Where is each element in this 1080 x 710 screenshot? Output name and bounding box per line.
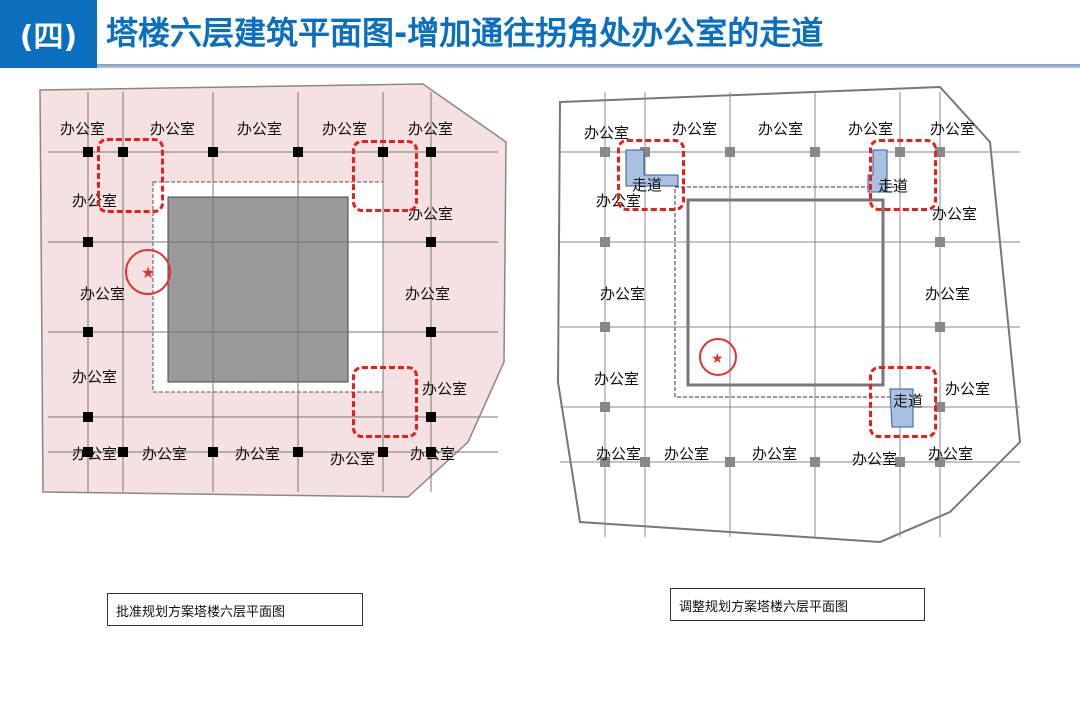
column (725, 457, 735, 467)
approved-plan-caption: 批准规划方案塔楼六层平面图 (107, 593, 363, 626)
office-label: 办公室 (235, 445, 281, 463)
office-label: 办公室 (72, 445, 118, 463)
highlight-box (352, 366, 418, 438)
section-number: (四) (0, 0, 97, 68)
column (426, 412, 436, 422)
column (118, 447, 128, 457)
highlight-box (352, 140, 418, 212)
highlight-box (97, 138, 164, 213)
column (810, 147, 820, 157)
column (895, 147, 905, 157)
corridor-label: 走道 (893, 392, 924, 410)
column (640, 147, 650, 157)
column (895, 457, 905, 467)
column (118, 147, 128, 157)
column (378, 147, 388, 157)
office-label: 办公室 (72, 368, 118, 386)
office-label: 办公室 (752, 445, 798, 463)
column (83, 447, 93, 457)
office-label: 办公室 (322, 120, 368, 138)
column (293, 147, 303, 157)
office-label: 办公室 (928, 445, 974, 463)
column (600, 237, 610, 247)
column (426, 327, 436, 337)
highlight-box (869, 139, 937, 211)
approved-floor-plan: ★ (38, 82, 508, 502)
approved-plan-drawing: ★ (39, 83, 507, 498)
column (600, 457, 610, 467)
office-label: 办公室 (672, 120, 718, 138)
column (378, 447, 388, 457)
office-label: 办公室 (410, 445, 456, 463)
office-label: 办公室 (422, 380, 468, 398)
office-label: 办公室 (758, 120, 804, 138)
column (725, 147, 735, 157)
column (426, 147, 436, 157)
office-label: 办公室 (664, 445, 710, 463)
column (600, 322, 610, 332)
column (600, 147, 610, 157)
column (600, 402, 610, 412)
office-label: 办公室 (142, 445, 188, 463)
office-label: 办公室 (930, 120, 976, 138)
adjusted-floor-plan: ★ (550, 82, 1030, 547)
column (640, 457, 650, 467)
office-label: 办公室 (852, 450, 898, 468)
office-label: 办公室 (594, 370, 640, 388)
corridor-label: 走道 (878, 177, 909, 195)
column (293, 447, 303, 457)
column (935, 457, 945, 467)
highlight-box (617, 139, 685, 211)
adjusted-plan-drawing: ★ (556, 85, 1022, 544)
office-label: 办公室 (330, 450, 376, 468)
office-label: 办公室 (408, 120, 454, 138)
title-divider (97, 64, 1080, 68)
highlight-box (869, 366, 937, 438)
column (83, 327, 93, 337)
office-label: 办公室 (848, 120, 894, 138)
column (810, 457, 820, 467)
svg-text:★: ★ (141, 263, 155, 282)
office-label: 办公室 (600, 285, 646, 303)
column (426, 237, 436, 247)
office-label: 办公室 (945, 380, 991, 398)
column (83, 237, 93, 247)
office-label: 办公室 (237, 120, 283, 138)
office-label: 办公室 (925, 285, 971, 303)
column (83, 412, 93, 422)
column (935, 402, 945, 412)
office-label: 办公室 (80, 285, 126, 303)
office-label: 办公室 (932, 205, 978, 223)
column (208, 147, 218, 157)
column (83, 147, 93, 157)
adjusted-plan-caption: 调整规划方案塔楼六层平面图 (670, 588, 925, 621)
office-label: 办公室 (150, 120, 196, 138)
office-label: 办公室 (584, 124, 630, 142)
office-label: 办公室 (596, 445, 642, 463)
column (935, 147, 945, 157)
column (208, 447, 218, 457)
office-label: 办公室 (60, 120, 106, 138)
column (935, 322, 945, 332)
office-label: 办公室 (405, 285, 451, 303)
column (935, 237, 945, 247)
office-label: 办公室 (408, 205, 454, 223)
corridor-label: 走道 (632, 176, 663, 194)
slide-title: 塔楼六层建筑平面图-增加通往拐角处办公室的走道 (106, 14, 824, 52)
column (426, 447, 436, 457)
svg-text:★: ★ (711, 351, 724, 367)
